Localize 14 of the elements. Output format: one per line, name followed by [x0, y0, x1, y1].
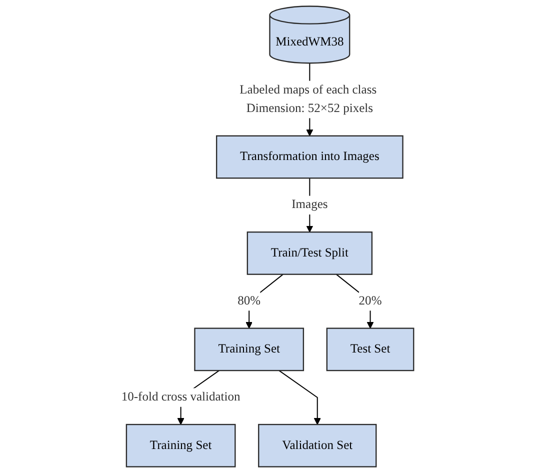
arrow [278, 370, 321, 425]
node-box: Training Set [194, 328, 304, 372]
node-box: Validation Set [258, 424, 377, 468]
edge-label: 10-fold cross validation [121, 390, 240, 404]
node-box: Train/Test Split [246, 232, 373, 275]
arrow [336, 274, 374, 329]
edge-label: Labeled maps of each class Dimension: 52×52 pixels [240, 83, 377, 116]
edge-label: 20% [358, 294, 382, 308]
edge-label: 80% [238, 294, 261, 308]
node-box: Test Set [326, 328, 414, 372]
arrow [246, 274, 284, 329]
edge-label: Images [292, 198, 328, 212]
node-box: Transformation into Images [216, 135, 404, 179]
node-box: Training Set [126, 424, 236, 468]
